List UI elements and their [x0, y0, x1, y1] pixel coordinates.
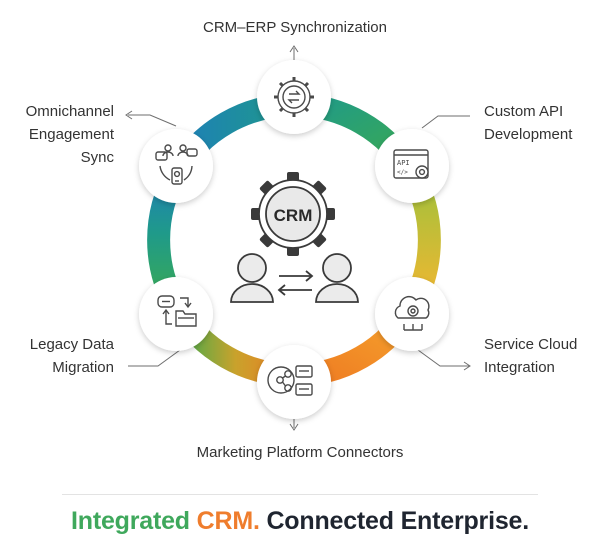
- gear-sync-icon: [274, 77, 314, 117]
- label-top-right: Custom API Development: [484, 103, 573, 143]
- tagline-part-enterprise: Connected Enterprise.: [259, 507, 529, 535]
- label-bottom: Marketing Platform Connectors: [196, 444, 404, 461]
- omnichannel-chat-icon: [155, 144, 198, 185]
- label-bottom-left: Legacy Data Migration: [29, 336, 114, 376]
- connector-lines: [125, 45, 471, 431]
- cloud-gear-icon: [394, 296, 430, 331]
- tagline: Integrated CRM. Connected Enterprise.: [0, 507, 600, 536]
- crm-hub-icon: CRM: [230, 172, 359, 303]
- share-network-icon: [267, 365, 313, 396]
- folder-transfer-icon: [157, 295, 197, 327]
- svg-text:API: API: [397, 159, 410, 167]
- tagline-part-integrated: Integrated: [71, 507, 197, 535]
- divider: [62, 494, 538, 495]
- api-code-icon: API </>: [393, 149, 429, 179]
- tagline-part-crm: CRM.: [196, 507, 260, 535]
- label-bottom-right: Service Cloud Integration: [484, 336, 578, 376]
- center-badge-label: CRM: [274, 206, 313, 225]
- integration-ring: API </>: [125, 45, 471, 431]
- label-top-left: Omnichannel Engagement Sync: [25, 103, 114, 166]
- svg-text:</>: </>: [397, 169, 408, 176]
- label-top: CRM–ERP Synchronization: [203, 19, 387, 36]
